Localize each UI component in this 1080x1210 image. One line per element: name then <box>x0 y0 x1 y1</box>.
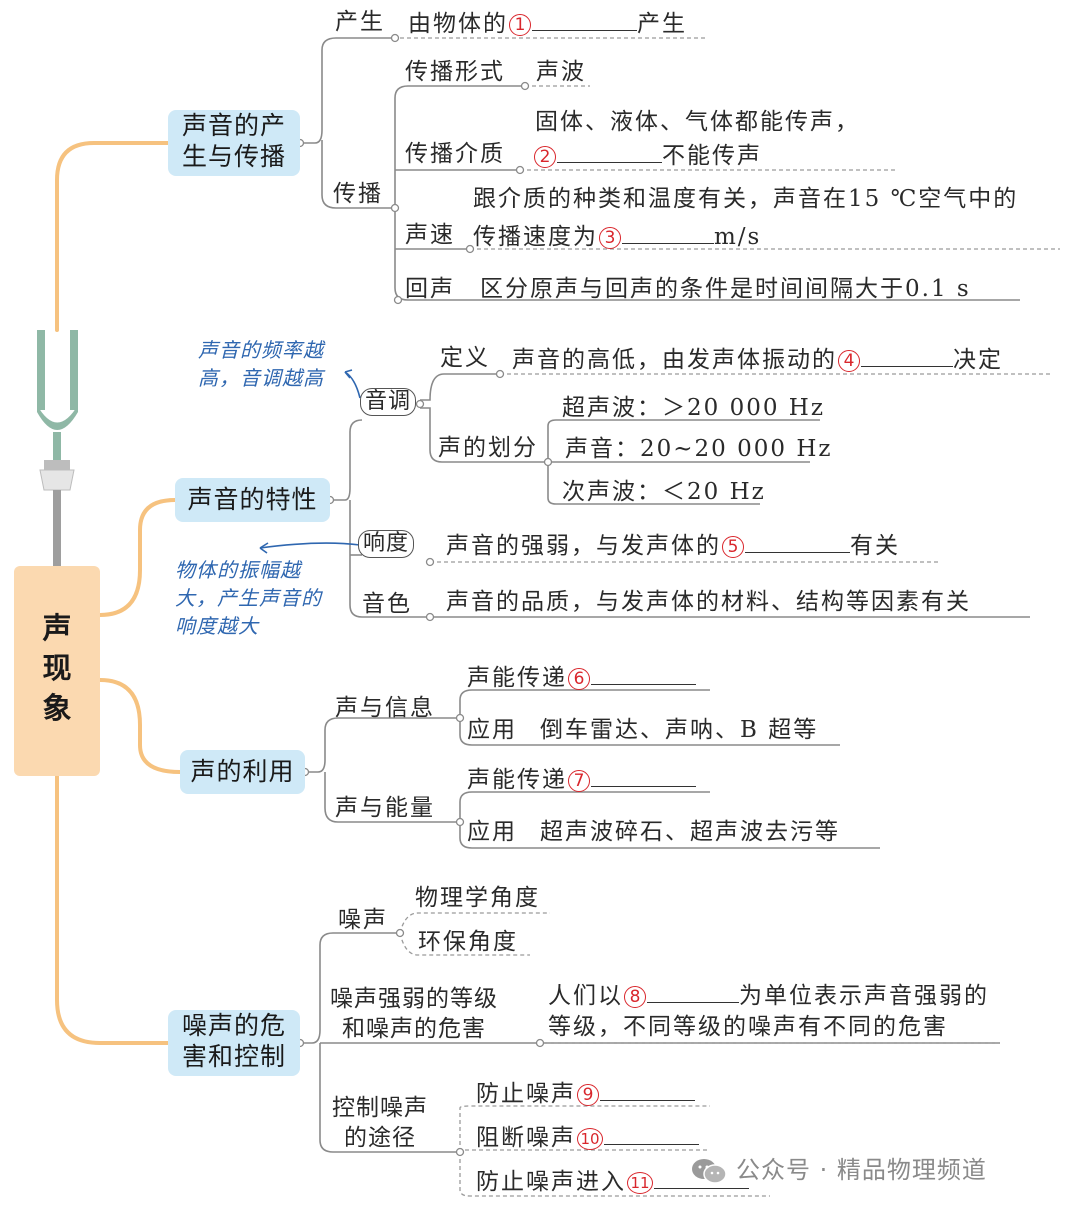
blank-number-9: 9 <box>577 1084 599 1106</box>
audible-range: 声音：20~20 000 Hz <box>565 436 833 462</box>
root-banner <box>14 566 100 776</box>
loudness-label: 响度 <box>358 530 415 558</box>
infrasonic-range: 次声波：＜20 Hz <box>562 479 766 505</box>
physics-angle: 物理学角度 <box>415 885 540 911</box>
echo-label: 回声 <box>405 276 455 302</box>
answer-blank-4[interactable] <box>861 344 953 367</box>
root-title: 声 现 象 <box>42 611 72 725</box>
speed-label: 声速 <box>405 222 455 248</box>
pitch-note: 声音的频率越 高，音调越高 <box>198 338 324 390</box>
loudness-note: 物体的振幅越 大，产生声音的 响度越大 <box>175 558 322 638</box>
tuning-fork-icon <box>37 330 78 566</box>
wechat-icon <box>692 1159 727 1184</box>
blank-number-11: 11 <box>627 1172 653 1194</box>
blank-number-6: 6 <box>568 668 590 690</box>
answer-blank-6[interactable] <box>591 662 696 685</box>
noise-level-line2: 等级，不同等级的噪声有不同的危害 <box>548 1014 948 1040</box>
blank-number-8: 8 <box>624 986 646 1008</box>
timbre-label: 音色 <box>362 591 412 617</box>
watermark: 公众号 · 精品物理频道 <box>690 1150 987 1185</box>
blank-number-2: 2 <box>534 146 556 168</box>
answer-blank-8[interactable] <box>647 980 739 1003</box>
answer-blank-7[interactable] <box>591 764 696 787</box>
section-sound-characteristics: 声音的特性 <box>175 478 330 522</box>
speed-line1: 跟介质的种类和温度有关，声音在15 ℃空气中的 <box>473 186 1019 212</box>
blank-number-7: 7 <box>568 770 590 792</box>
info-label: 声与信息 <box>335 695 435 721</box>
energy-app-label: 应用 <box>467 819 517 845</box>
answer-blank-10[interactable] <box>604 1122 699 1145</box>
environment-angle: 环保角度 <box>418 929 518 955</box>
produce-label: 产生 <box>335 9 385 35</box>
answer-blank-5[interactable] <box>745 530 850 553</box>
ultrasonic-range: 超声波：＞20 000 Hz <box>562 395 825 421</box>
medium-line1: 固体、液体、气体都能传声， <box>535 109 860 135</box>
timbre-value: 声音的品质，与发声体的材料、结构等因素有关 <box>446 589 971 615</box>
blank-number-5: 5 <box>722 536 744 558</box>
answer-blank-3[interactable] <box>622 221 714 244</box>
pitch-division-label: 声的划分 <box>438 435 538 461</box>
control-label: 控制噪声 的途径 <box>332 1095 428 1151</box>
noise-label: 噪声 <box>338 907 388 933</box>
spread-label: 传播 <box>333 181 383 207</box>
answer-blank-2[interactable] <box>557 140 662 163</box>
pitch-def-label: 定义 <box>440 345 490 371</box>
pitch-label: 音调 <box>360 388 417 416</box>
energy-label: 声与能量 <box>335 795 435 821</box>
noise-level-label: 噪声强弱的等级 和噪声的危害 <box>330 986 498 1042</box>
form-label: 传播形式 <box>405 59 505 85</box>
info-app-value: 倒车雷达、声呐、B 超等 <box>540 717 819 743</box>
energy-app-value: 超声波碎石、超声波去污等 <box>540 819 840 845</box>
blank-number-3: 3 <box>599 227 621 249</box>
blank-number-4: 4 <box>838 350 860 372</box>
section-noise-control: 噪声的危 害和控制 <box>168 1010 300 1076</box>
answer-blank-1[interactable] <box>532 8 637 31</box>
form-value: 声波 <box>536 59 586 85</box>
answer-blank-9[interactable] <box>600 1078 695 1101</box>
echo-value: 区分原声与回声的条件是时间间隔大于0.1 s <box>480 276 971 302</box>
blank-number-1: 1 <box>509 14 531 36</box>
info-app-label: 应用 <box>467 717 517 743</box>
answer-blank-11[interactable] <box>654 1166 749 1189</box>
section-sound-use: 声的利用 <box>180 750 305 794</box>
blank-number-10: 10 <box>577 1128 603 1150</box>
section-sound-production: 声音的产 生与传播 <box>168 110 300 176</box>
medium-label: 传播介质 <box>405 141 505 167</box>
